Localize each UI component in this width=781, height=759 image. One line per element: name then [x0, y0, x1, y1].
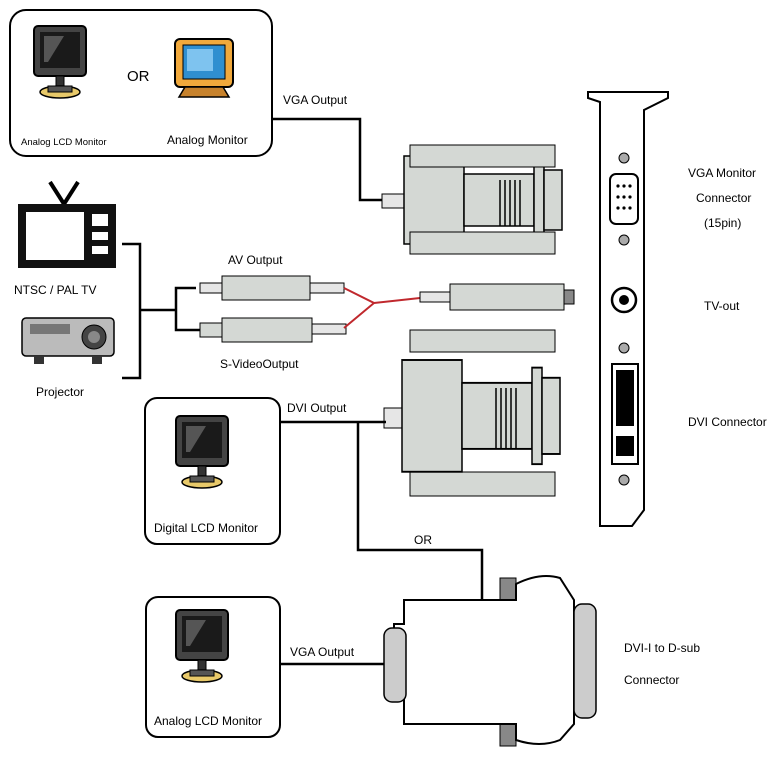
analog-lcd-monitor-label: Analog LCD Monitor — [21, 137, 107, 148]
vga-connector-plug — [381, 144, 563, 255]
vga-output-bottom-label: VGA Output — [290, 645, 355, 659]
vga-connector-label-line3: (15pin) — [704, 216, 741, 230]
av-svideo-cables — [199, 275, 575, 343]
tv-label: NTSC / PAL TV — [14, 283, 96, 297]
dvi-dsub-adapter — [383, 575, 597, 747]
vga-output-cable — [272, 117, 398, 202]
vga-connector-label-line1: VGA Monitor — [688, 166, 756, 180]
svideo-output-label: S-VideoOutput — [220, 357, 299, 371]
tv-icon — [18, 180, 116, 268]
analog-monitors-group: OR Analog LCD Monitor Analog Monitor — [9, 9, 273, 157]
av-output-label: AV Output — [228, 253, 283, 267]
dvi-connector-label: DVI Connector — [688, 415, 767, 429]
analog-lcd-bottom-label: Analog LCD Monitor — [154, 714, 262, 728]
tv-projector-group: NTSC / PAL TV Projector — [14, 180, 200, 399]
dvi-output-cable — [356, 422, 484, 600]
graphics-card-bracket — [587, 91, 669, 527]
vga-port — [609, 173, 639, 225]
tv-out-label: TV-out — [704, 299, 740, 313]
digital-lcd-label: Digital LCD Monitor — [154, 521, 258, 535]
adapter-label-line1: DVI-I to D-sub — [624, 641, 700, 655]
dvi-or-label: OR — [414, 533, 432, 547]
vga-output-top-label: VGA Output — [283, 93, 348, 107]
adapter-label-line2: Connector — [624, 673, 679, 687]
monitors-or-label: OR — [127, 68, 150, 85]
projector-icon — [21, 317, 115, 364]
vga-connector-label-line2: Connector — [696, 191, 751, 205]
analog-crt-monitor-label: Analog Monitor — [167, 133, 248, 147]
analog-crt-monitor-icon — [174, 38, 234, 98]
dvi-connector-plug — [383, 329, 561, 497]
digital-lcd-group: Digital LCD Monitor — [144, 397, 281, 545]
dvi-output-label: DVI Output — [287, 401, 347, 415]
projector-label: Projector — [36, 385, 84, 399]
analog-lcd-bottom-group: Analog LCD Monitor — [145, 596, 281, 738]
